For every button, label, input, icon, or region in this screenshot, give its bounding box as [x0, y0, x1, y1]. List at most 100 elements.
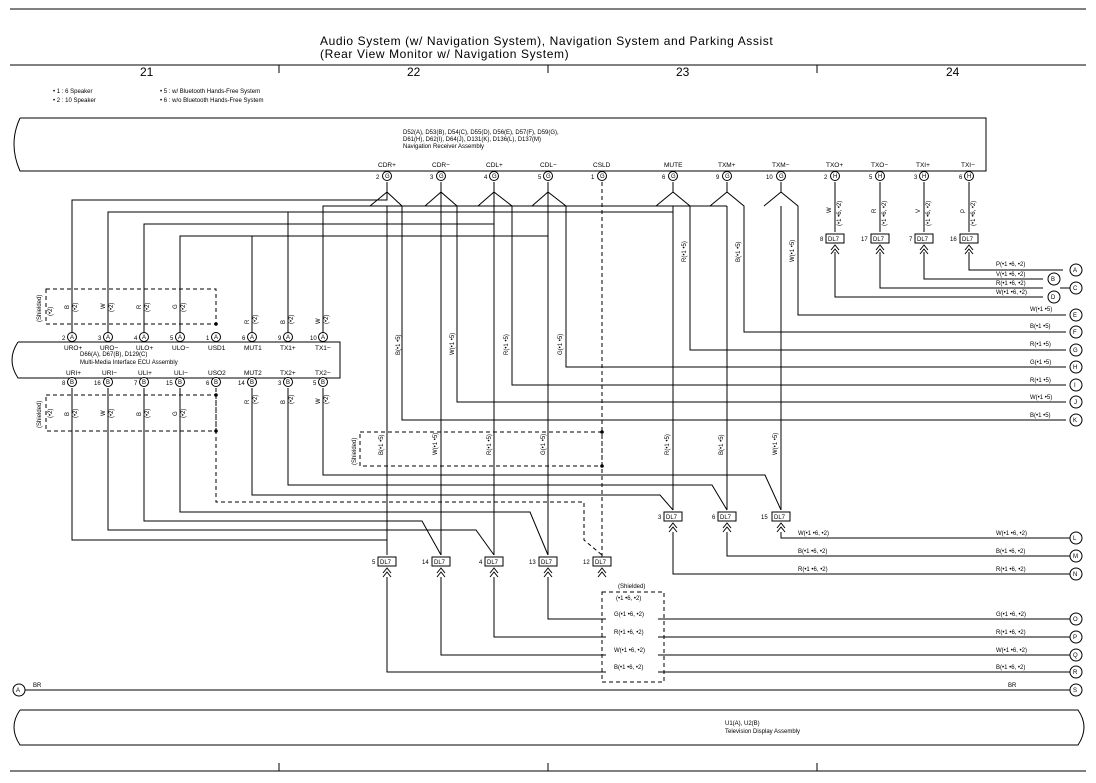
nav-pin-cdr-plus: CDR+ 2 G: [376, 162, 396, 181]
svg-text:G: G: [725, 174, 730, 180]
svg-text:(•2): (•2): [73, 303, 79, 312]
svg-text:6: 6: [242, 336, 246, 342]
svg-text:H: H: [878, 174, 882, 180]
svg-text:5: 5: [170, 336, 174, 342]
svg-text:W: W: [101, 303, 107, 309]
svg-text:3: 3: [98, 336, 102, 342]
svg-text:G: G: [779, 174, 784, 180]
svg-text:4: 4: [479, 560, 483, 566]
note-2: • 2 : 10 Speaker: [53, 98, 96, 104]
svg-text:(•2): (•2): [324, 315, 330, 324]
column-number-22: 22: [407, 65, 421, 79]
right-reference-labels: P(•1 •6, •2) A V(•1 •6, •2) B R(•1 •6, •…: [996, 262, 1083, 697]
svg-text:W: W: [316, 398, 322, 404]
nav-pin-mute: MUTE 6 G: [662, 162, 683, 181]
svg-text:14: 14: [238, 381, 245, 387]
nav-pin-csld: CSLD 1 G: [591, 162, 611, 181]
svg-text:R(•1 •5): R(•1 •5): [504, 334, 510, 355]
svg-text:MUT2: MUT2: [244, 370, 262, 377]
svg-text:Q: Q: [1073, 653, 1078, 659]
svg-text:ULI+: ULI+: [138, 370, 152, 377]
svg-text:4: 4: [484, 175, 488, 181]
svg-text:5: 5: [372, 560, 376, 566]
svg-text:CDR+: CDR+: [378, 162, 396, 169]
svg-text:(•2): (•2): [48, 307, 54, 316]
svg-text:ULO+: ULO+: [136, 345, 153, 352]
svg-text:B: B: [65, 412, 71, 416]
svg-text:TX1−: TX1−: [315, 345, 331, 352]
svg-text:2: 2: [376, 175, 380, 181]
svg-text:R(•1 •5): R(•1 •5): [682, 241, 688, 262]
svg-text:DL7: DL7: [434, 560, 446, 566]
svg-text:TXO+: TXO+: [826, 162, 843, 169]
svg-text:ULI−: ULI−: [174, 370, 188, 377]
svg-text:W: W: [827, 207, 833, 213]
svg-text:4: 4: [134, 336, 138, 342]
svg-text:16: 16: [950, 237, 957, 243]
dl7-low-13: 13 DL7: [529, 556, 558, 578]
svg-text:MUT1: MUT1: [244, 345, 262, 352]
title-line-1: Audio System (w/ Navigation System), Nav…: [320, 34, 773, 48]
svg-text:H: H: [922, 174, 926, 180]
svg-text:7: 7: [909, 237, 913, 243]
svg-text:A: A: [250, 335, 254, 341]
svg-text:DL7: DL7: [774, 515, 786, 521]
ecu-pin-uro-plus: 2 A URO+: [62, 332, 82, 352]
svg-text:W(•1 •5): W(•1 •5): [790, 240, 796, 262]
dl7-low-4: 4 DL7: [479, 556, 504, 578]
dl7-low-12: 12 DL7: [583, 556, 612, 578]
lower-shield-label: (Shielded): [618, 584, 645, 590]
svg-text:B: B: [142, 380, 146, 386]
svg-text:R(•1 •6, •2): R(•1 •6, •2): [996, 630, 1026, 636]
svg-text:B: B: [321, 380, 325, 386]
svg-text:(•2): (•2): [289, 315, 295, 324]
svg-text:W: W: [316, 318, 322, 324]
note-5: • 5 : w/ Bluetooth Hands-Free System: [160, 89, 260, 95]
ecu-pin-ulo-plus: 4 A ULO+: [134, 332, 153, 352]
svg-text:13: 13: [529, 560, 536, 566]
svg-text:DL7: DL7: [720, 515, 732, 521]
column-number-21: 21: [140, 65, 154, 79]
svg-text:USD1: USD1: [208, 345, 226, 352]
svg-text:W(•1 •5): W(•1 •5): [450, 333, 456, 355]
svg-text:W(•1 •6, •2): W(•1 •6, •2): [996, 648, 1027, 654]
mid-dl7-wires: [672, 532, 1070, 575]
svg-text:N: N: [1073, 572, 1077, 578]
svg-text:MUTE: MUTE: [664, 162, 683, 169]
dl7-mid-15: 15 DL7: [761, 511, 791, 533]
svg-text:B: B: [281, 400, 287, 404]
svg-text:B(•1 •5): B(•1 •5): [736, 241, 742, 262]
svg-text:(•2): (•2): [253, 395, 259, 404]
svg-text:H: H: [967, 174, 971, 180]
svg-text:(•2): (•2): [48, 409, 54, 418]
ecu-top-wires: [71, 182, 727, 332]
svg-text:R(•1 •6, •2): R(•1 •6, •2): [614, 630, 644, 636]
nav-pin-cdl-minus: CDL− 5 G: [538, 162, 557, 181]
svg-text:6: 6: [206, 381, 210, 387]
nav-pin-txi-minus: TXI− 6 H: [959, 162, 975, 181]
svg-text:G: G: [1073, 348, 1078, 354]
svg-text:USO2: USO2: [208, 370, 226, 377]
svg-text:6: 6: [959, 175, 963, 181]
svg-text:W(•1 •6, •2): W(•1 •6, •2): [996, 531, 1027, 537]
svg-text:2: 2: [62, 336, 66, 342]
ecu-top-shield: [45, 288, 217, 325]
svg-text:TXI+: TXI+: [916, 162, 930, 169]
svg-text:(•2): (•2): [73, 409, 79, 418]
ecu-pin-uso2: USO2 6 B: [206, 370, 226, 387]
svg-text:F: F: [1073, 330, 1077, 336]
svg-text:3: 3: [430, 175, 434, 181]
ecu-pin-tx2-plus: TX2+ 3 B: [278, 370, 296, 387]
svg-text:TX1+: TX1+: [280, 345, 296, 352]
svg-text:TX2+: TX2+: [280, 370, 296, 377]
svg-text:ULO−: ULO−: [172, 345, 189, 352]
svg-text:(•2): (•2): [181, 409, 187, 418]
svg-text:17: 17: [861, 237, 868, 243]
svg-text:(•1 •6, •2): (•1 •6, •2): [616, 596, 641, 602]
dl7-mid-6: 6 DL7: [712, 511, 737, 533]
ecu-pin-uro-minus: 3 A URO−: [98, 332, 118, 352]
svg-text:(•2): (•2): [145, 303, 151, 312]
svg-text:W(•1 •5): W(•1 •5): [433, 433, 439, 455]
svg-text:6: 6: [662, 175, 666, 181]
